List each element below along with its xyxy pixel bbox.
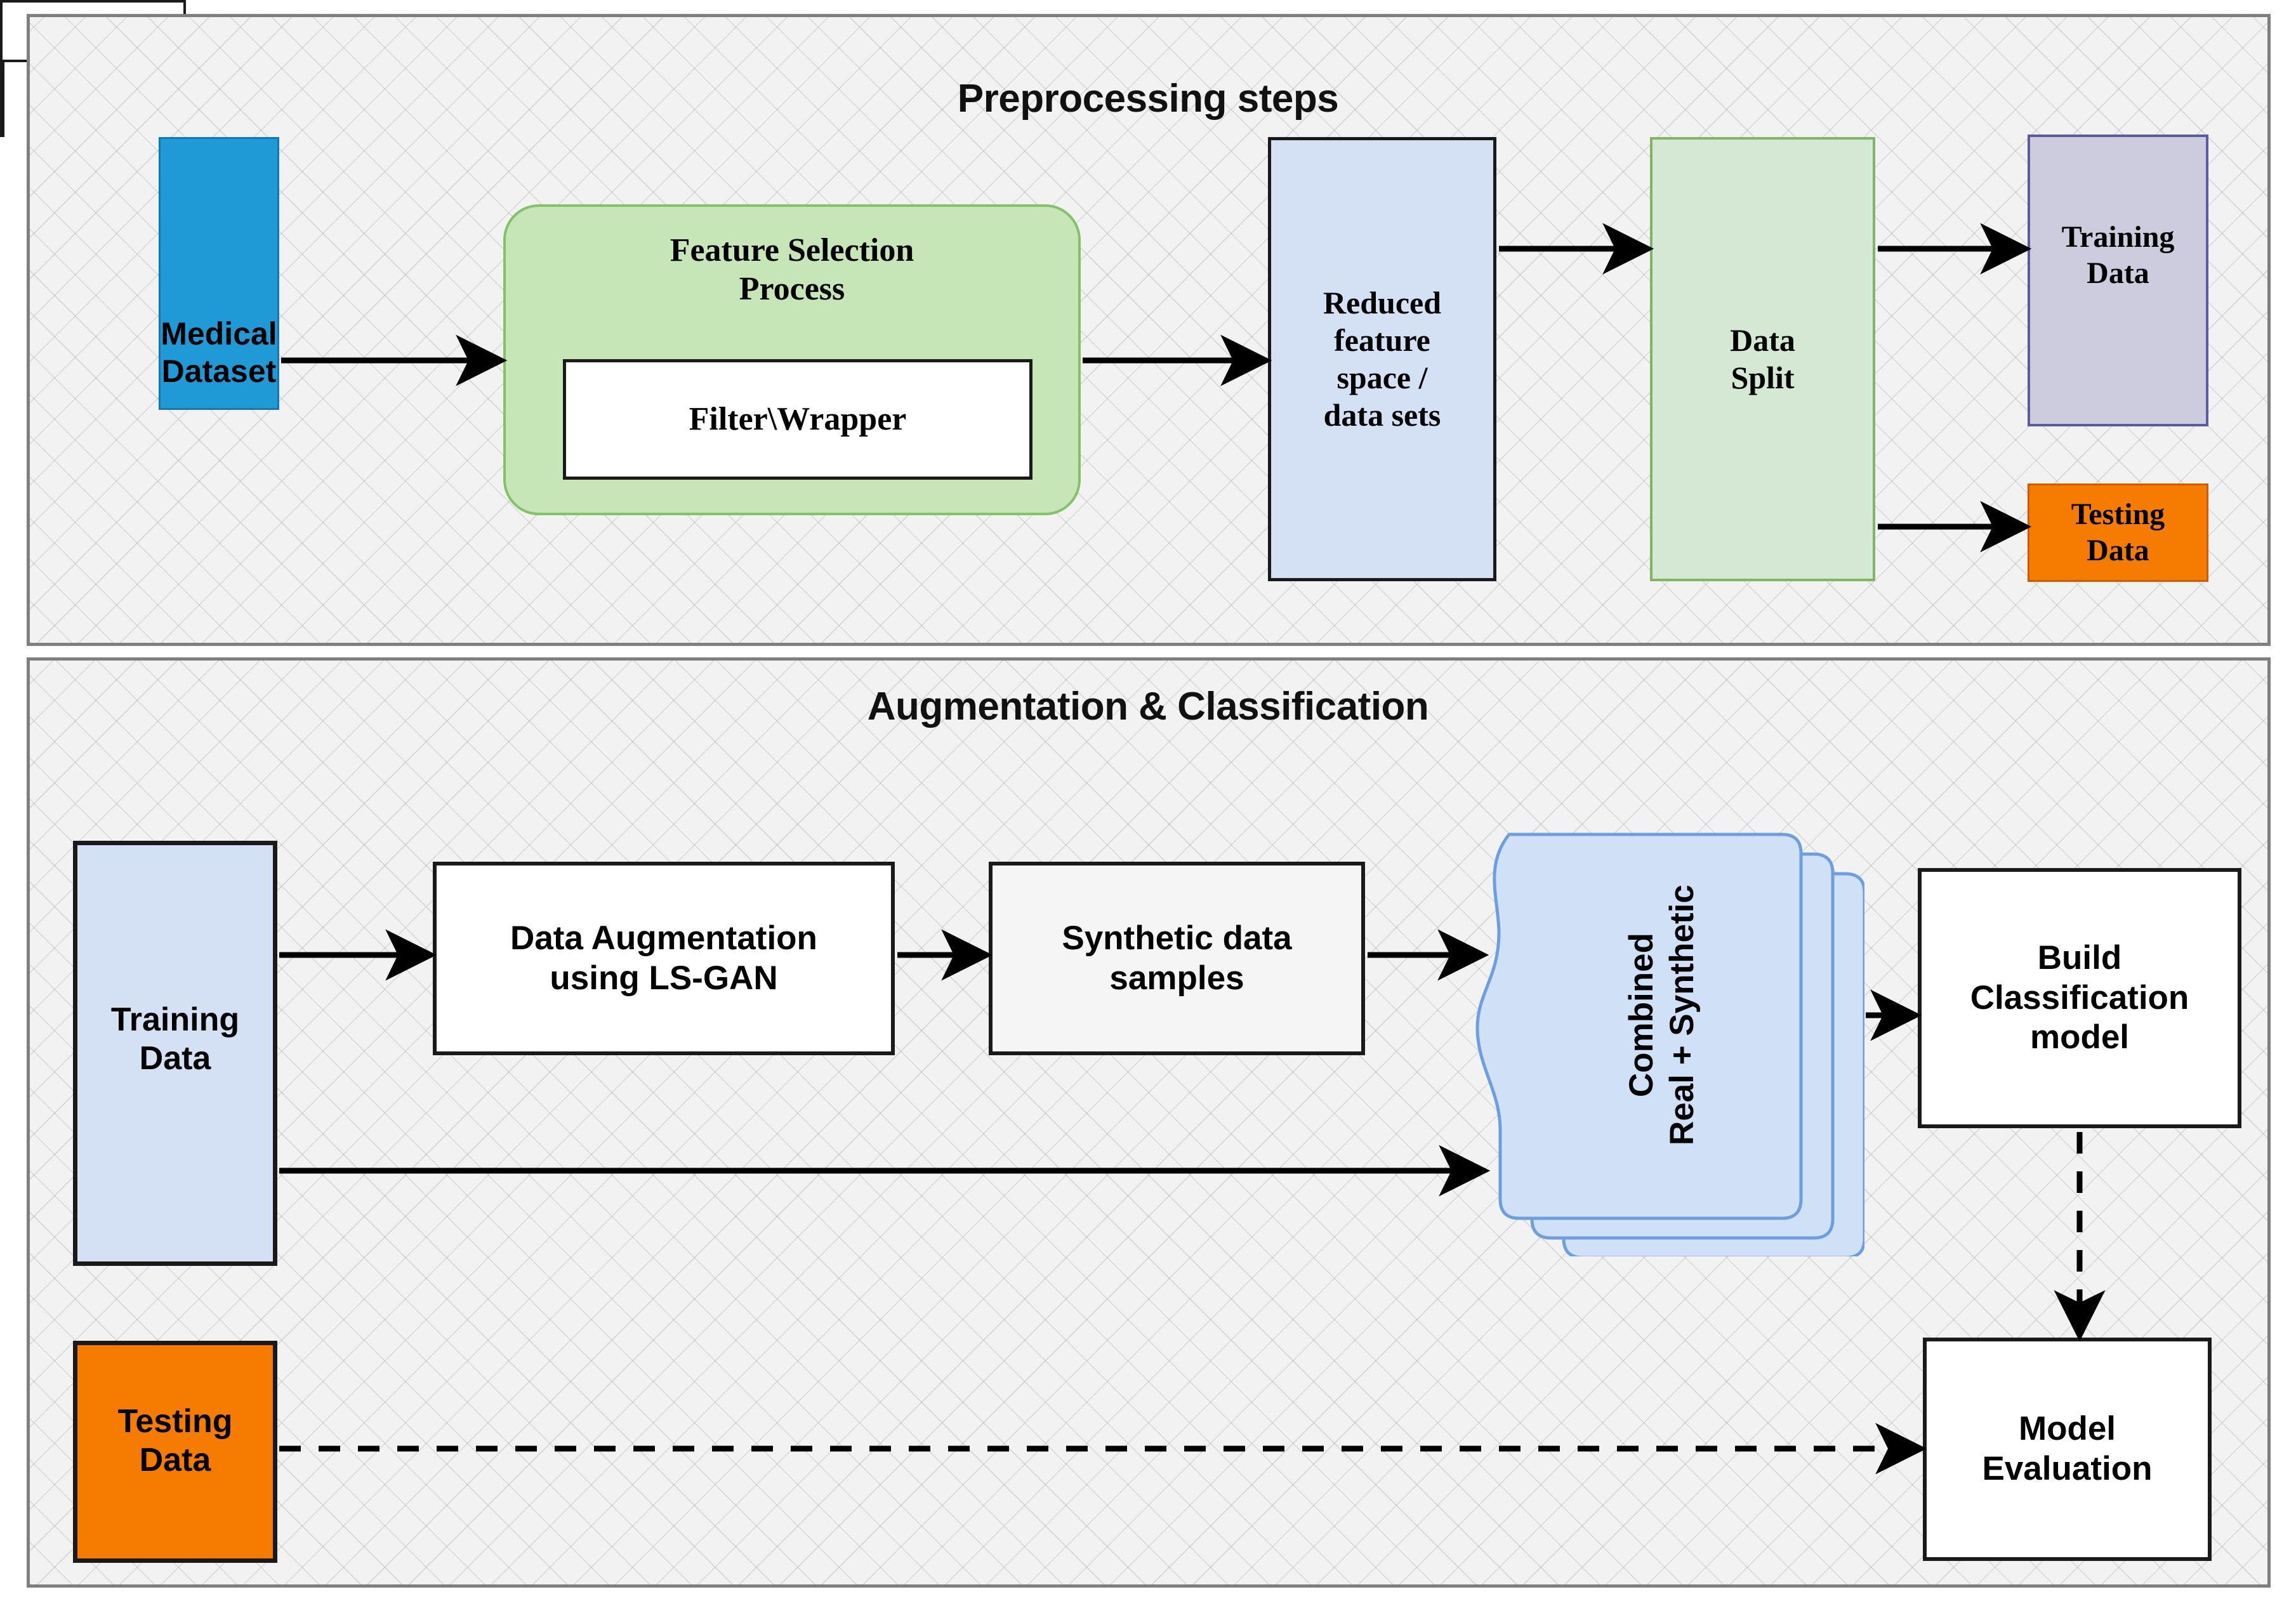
node-synthetic-data-samples[interactable]: Synthetic data samples	[989, 862, 1365, 1055]
panel-preprocessing	[27, 14, 2271, 646]
node-filter-wrapper[interactable]: Filter\Wrapper	[563, 359, 1033, 480]
node-reduced-feature-space-label: Reduced feature space / data sets	[1323, 285, 1442, 433]
node-training-data-top[interactable]: Training Data	[2028, 135, 2208, 426]
node-training-data-top-label: Training Data	[2061, 220, 2175, 290]
node-model-evaluation-label: Model Evaluation	[1982, 1410, 2153, 1487]
node-training-data-bottom-label: Training Data	[110, 1001, 240, 1077]
node-medical-dataset[interactable]: Medical Dataset	[159, 137, 279, 410]
panel-augmentation-classification-title: Augmentation & Classification	[867, 685, 1429, 728]
panel-preprocessing-title: Preprocessing steps	[957, 77, 1339, 121]
stacked-documents-shape	[1475, 833, 1864, 1256]
node-testing-data-bottom[interactable]: Testing Data	[73, 1341, 277, 1563]
node-data-split-label: Data Split	[1730, 322, 1795, 395]
node-medical-dataset-label: Medical Dataset	[161, 316, 277, 389]
node-build-classification-model-label: Build Classification model	[1970, 939, 2189, 1056]
node-testing-data-bottom-label: Testing Data	[117, 1403, 233, 1479]
node-filter-wrapper-label: Filter\Wrapper	[689, 401, 907, 438]
node-data-augmentation[interactable]: Data Augmentation using LS-GAN	[433, 862, 895, 1055]
node-training-data-bottom[interactable]: Training Data	[73, 841, 277, 1266]
node-feature-selection-process[interactable]: Feature Selection Process Filter\Wrapper	[503, 204, 1081, 515]
node-reduced-feature-space[interactable]: Reduced feature space / data sets	[1268, 137, 1496, 581]
node-data-split[interactable]: Data Split	[1650, 137, 1875, 581]
node-synthetic-data-samples-label: Synthetic data samples	[1062, 919, 1292, 997]
node-feature-selection-label: Feature Selection Process	[670, 232, 914, 308]
node-build-classification-model[interactable]: Build Classification model	[1918, 868, 2241, 1128]
node-testing-data-top[interactable]: Testing Data	[2028, 484, 2208, 582]
node-model-evaluation[interactable]: Model Evaluation	[1923, 1338, 2212, 1561]
node-testing-data-top-label: Testing Data	[2071, 497, 2165, 567]
node-data-augmentation-label: Data Augmentation using LS-GAN	[510, 919, 817, 997]
node-combined-real-synthetic[interactable]: Combined Real + Synthetic	[1471, 774, 1864, 1256]
